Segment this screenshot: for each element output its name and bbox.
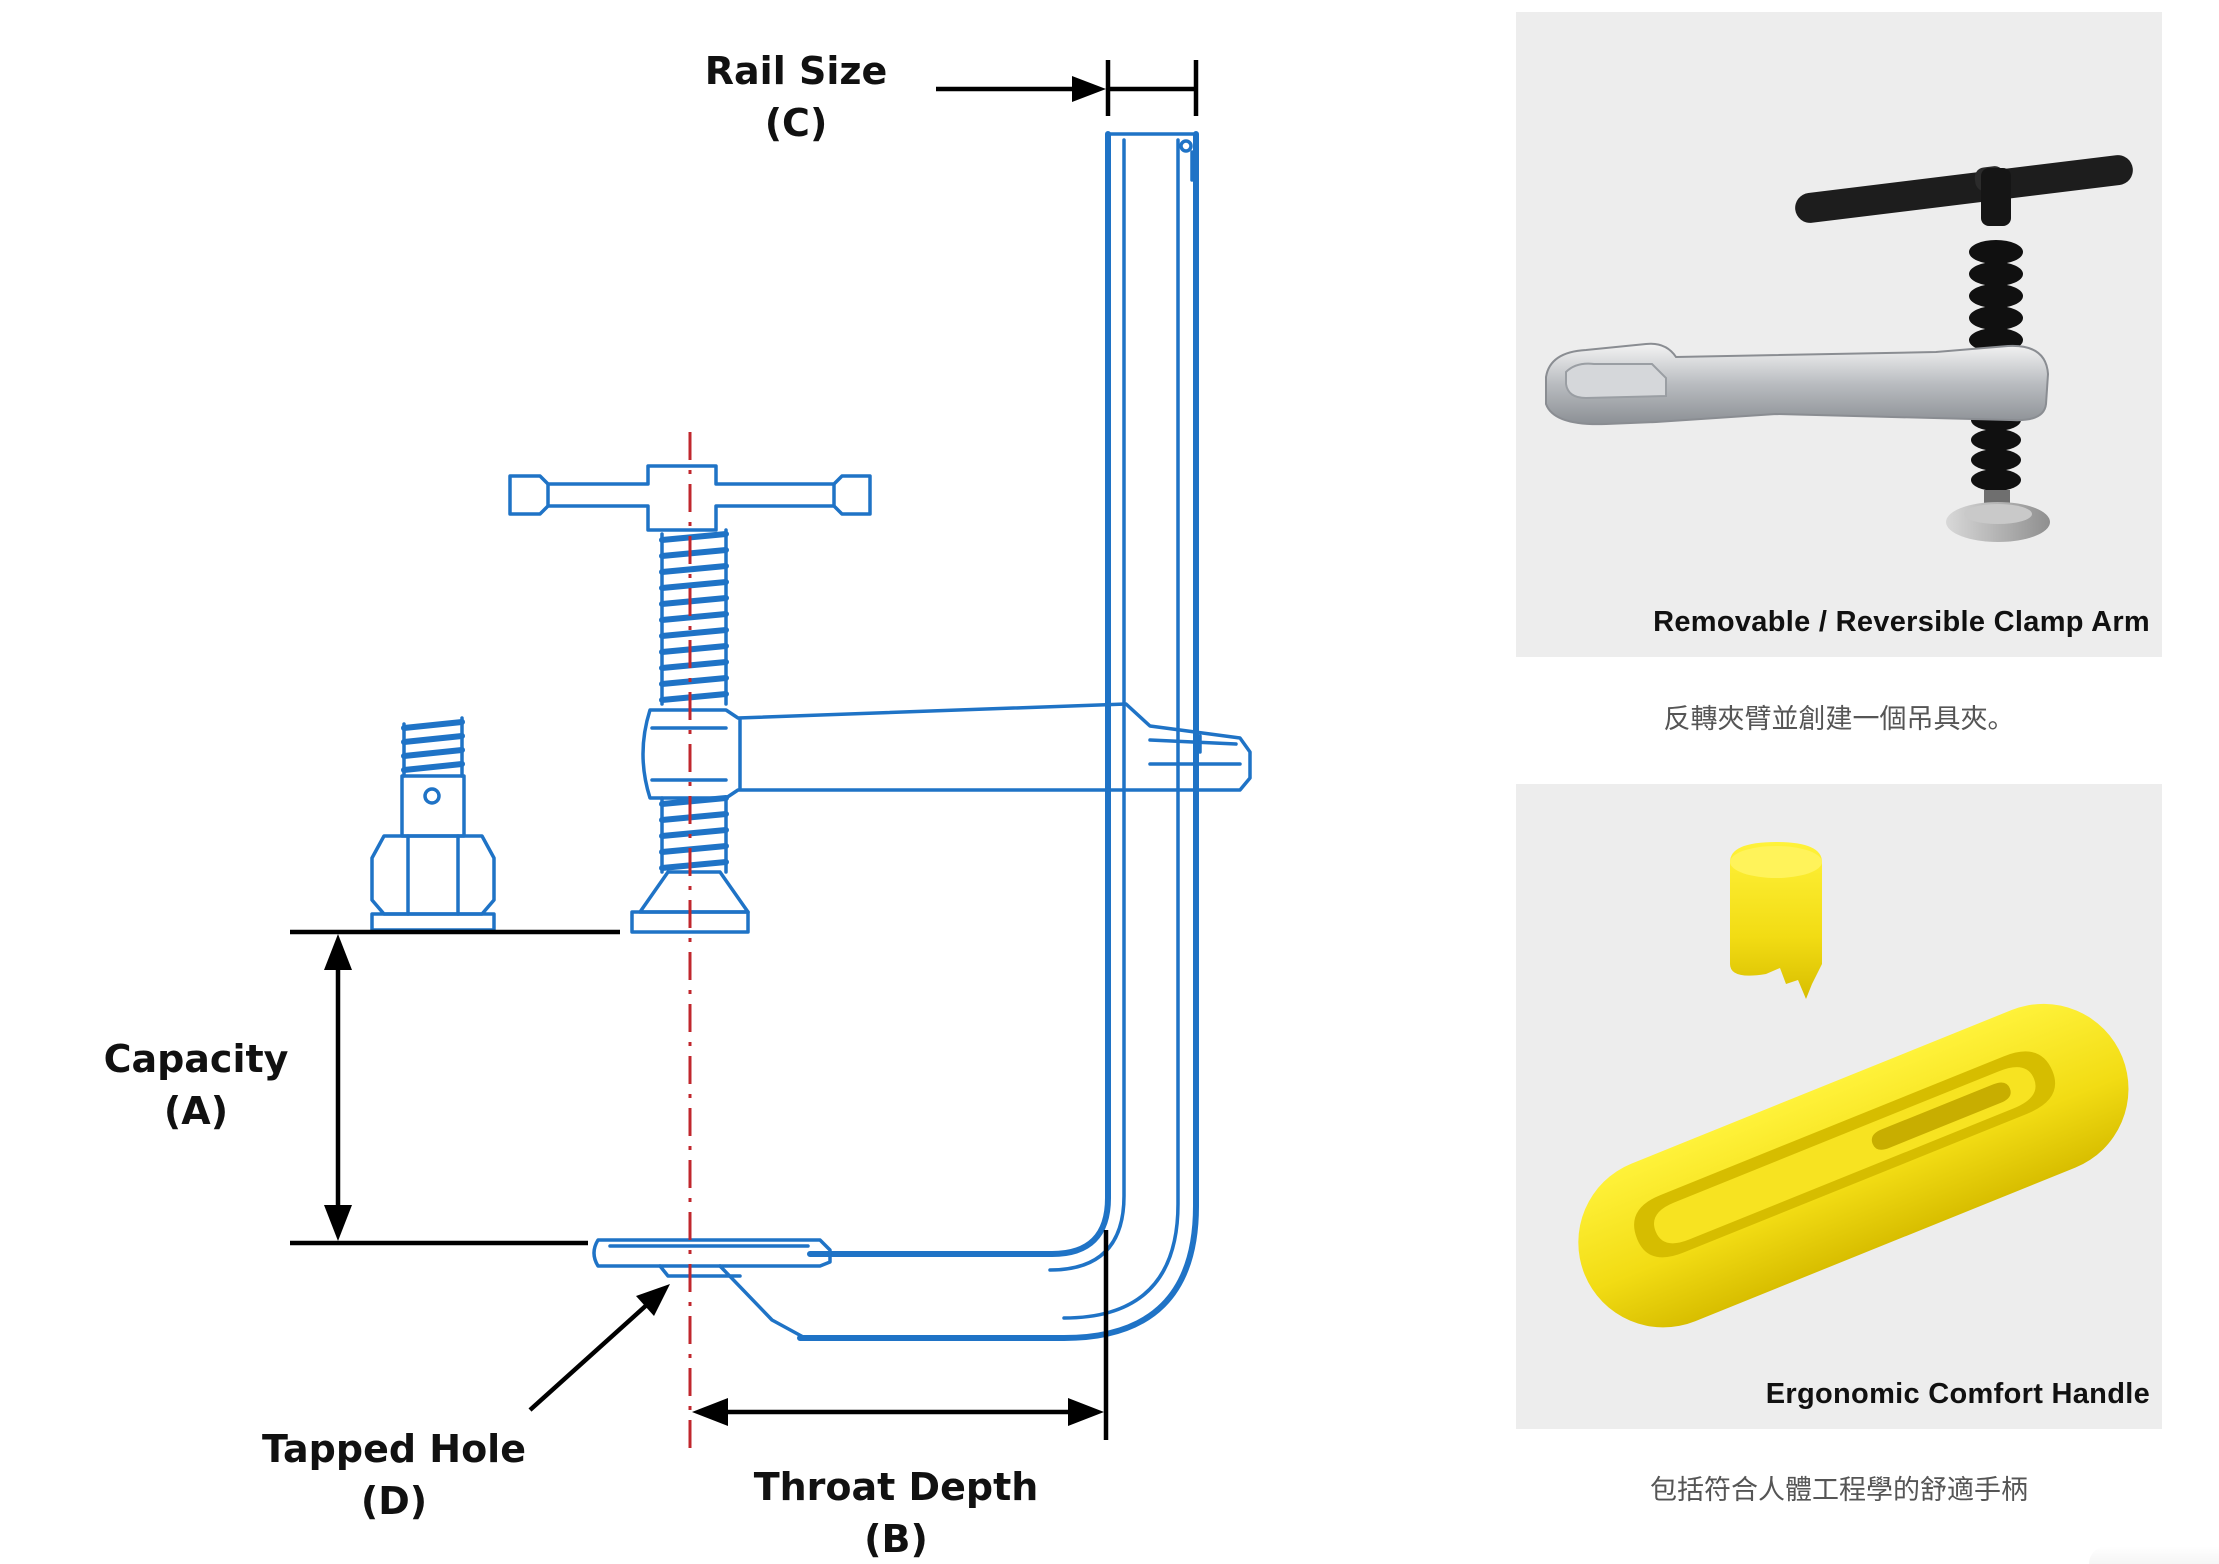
tapped-hole-label: Tapped Hole (262, 1427, 526, 1471)
throat-depth-code: (B) (864, 1517, 928, 1561)
sliding-arm (641, 702, 1252, 800)
clamp-dimension-diagram: Rail Size (C) Capacity (A) Tapped Hole (… (104, 49, 1252, 1561)
rail-size-dimension (936, 60, 1199, 116)
screw-thread-lower (659, 795, 729, 874)
feature-panel-clamp-arm: Removable / Reversible Clamp Arm (1516, 12, 2162, 657)
corner-shadow (2089, 1546, 2219, 1564)
capacity-label: Capacity (104, 1037, 289, 1081)
yellow-handle-photo-icon (1578, 842, 2129, 1328)
tapped-hole-leader (528, 1284, 670, 1412)
feature-subtext-comfort-handle: 包括符合人體工程學的舒適手柄 (1650, 1475, 2028, 1506)
capacity-dimension (290, 929, 620, 1246)
tapped-hole-code: (D) (361, 1479, 427, 1523)
feature-caption-comfort-handle: Ergonomic Comfort Handle (1765, 1378, 2150, 1410)
feature-panel-comfort-handle: Ergonomic Comfort Handle (1516, 784, 2162, 1429)
rail-outline (797, 131, 1199, 1341)
rail-size-label: Rail Size (705, 49, 887, 93)
feature-caption-clamp-arm: Removable / Reversible Clamp Arm (1653, 606, 2150, 638)
t-handle-screw (508, 464, 872, 934)
feature-subtext-clamp-arm: 反轉夾臂並創建一個吊具夾。 (1663, 704, 2015, 735)
screw-thread-upper (659, 528, 729, 706)
fixed-jaw (592, 1238, 832, 1340)
rail-size-code: (C) (765, 101, 828, 145)
throat-depth-dimension (692, 1230, 1109, 1440)
capacity-code: (A) (164, 1089, 228, 1133)
swivel-pad (370, 716, 496, 932)
throat-depth-label: Throat Depth (754, 1465, 1039, 1509)
clamp-arm-photo-icon (1545, 155, 2133, 542)
